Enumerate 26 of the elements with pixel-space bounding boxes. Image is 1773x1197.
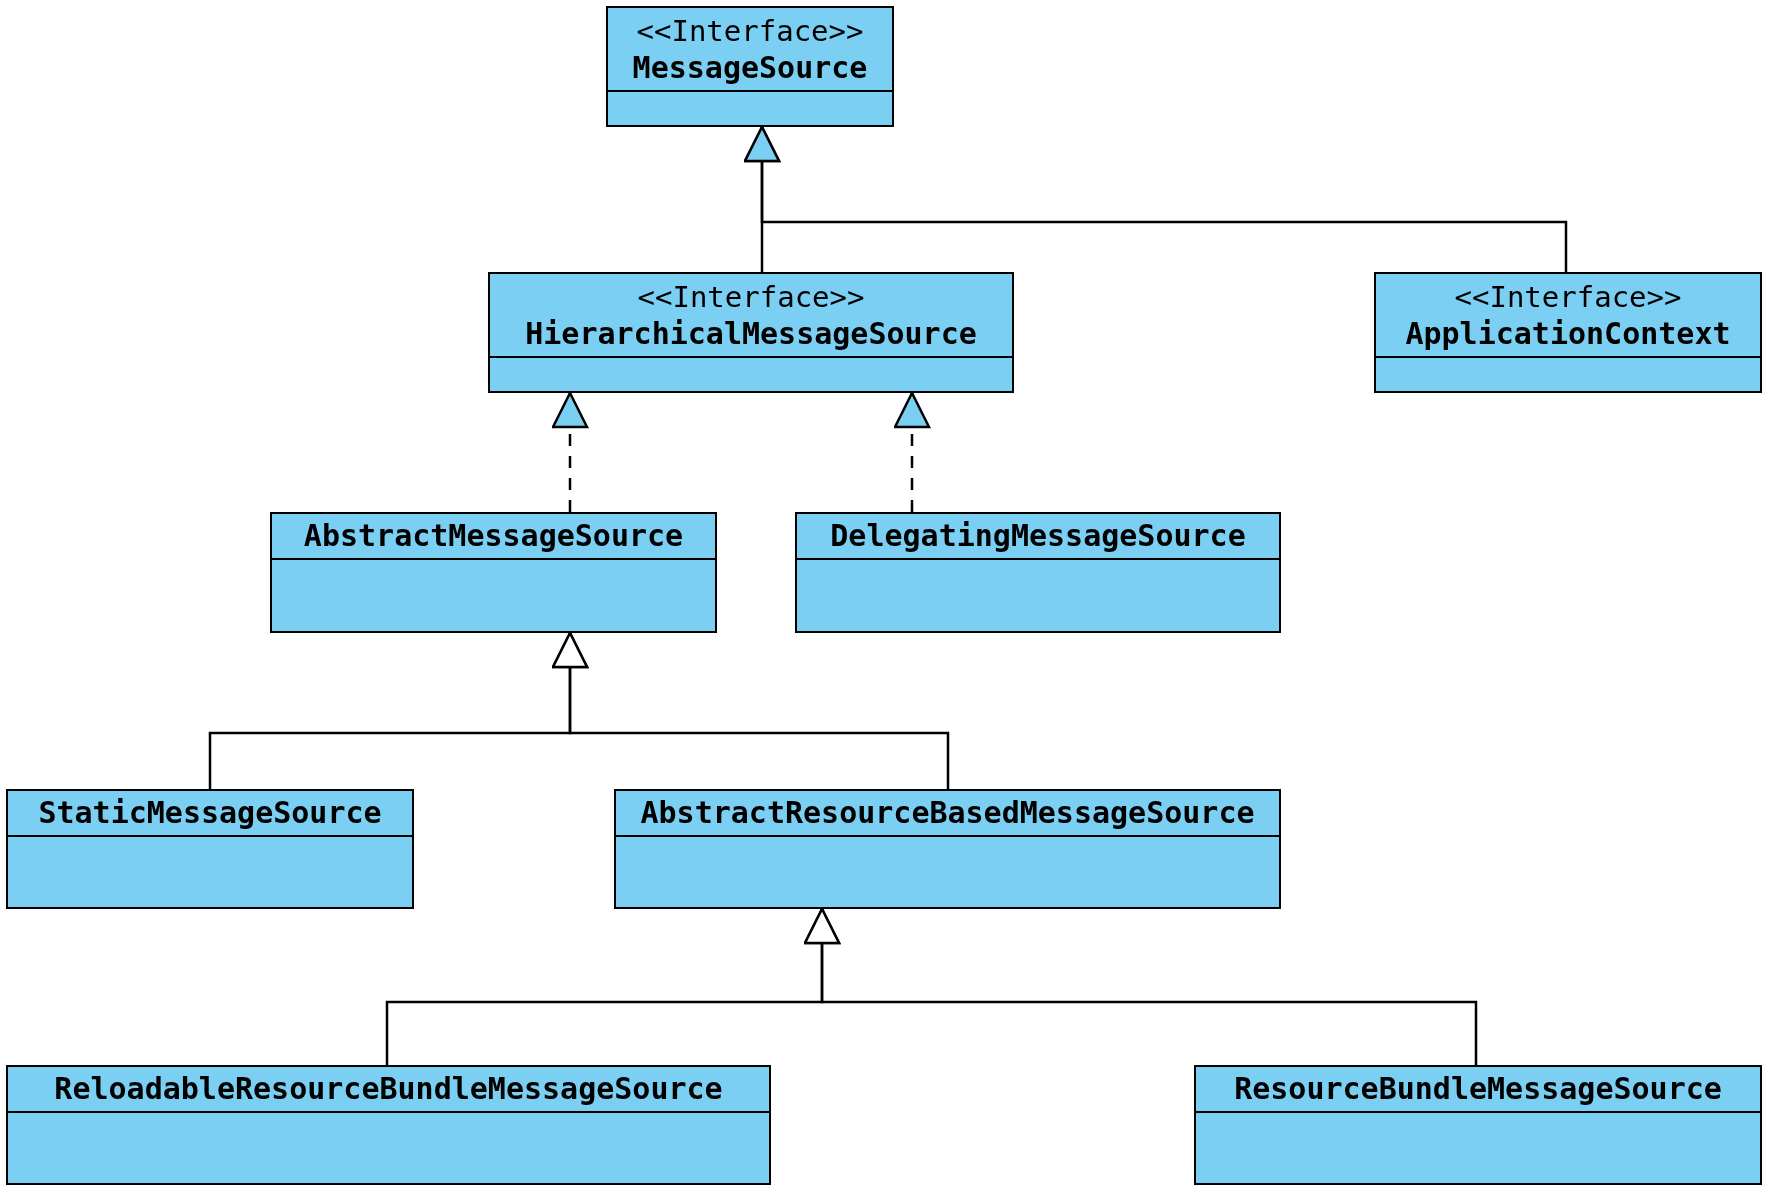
- class-name: ResourceBundleMessageSource: [1234, 1071, 1722, 1107]
- class-name: DelegatingMessageSource: [830, 518, 1246, 554]
- inheritance-arrow: [803, 907, 1478, 1065]
- class-name: AbstractMessageSource: [303, 518, 684, 554]
- class-name: ApplicationContext: [1405, 316, 1731, 352]
- stereotype-label: <<Interface>>: [637, 279, 865, 316]
- inheritance-arrow: [743, 125, 1568, 272]
- class-box: [614, 789, 1281, 909]
- class-name: StaticMessageSource: [38, 795, 382, 831]
- class-box: [6, 789, 414, 909]
- class-box: [6, 1065, 771, 1185]
- class-box: [795, 512, 1281, 633]
- inheritance-arrow: [893, 391, 931, 512]
- class-box: [606, 6, 894, 127]
- class-name: AbstractResourceBasedMessageSource: [640, 795, 1255, 831]
- class-name: ReloadableResourceBundleMessageSource: [54, 1071, 723, 1107]
- class-box: [488, 272, 1014, 393]
- class-name: MessageSource: [632, 50, 868, 86]
- class-name: HierarchicalMessageSource: [525, 316, 977, 352]
- stereotype-label: <<Interface>>: [1454, 279, 1682, 316]
- stereotype-label: <<Interface>>: [636, 13, 864, 50]
- class-box: [1194, 1065, 1762, 1185]
- inheritance-arrow: [551, 631, 950, 789]
- class-box: [1374, 272, 1762, 393]
- inheritance-arrow: [551, 391, 589, 512]
- class-box: [270, 512, 717, 633]
